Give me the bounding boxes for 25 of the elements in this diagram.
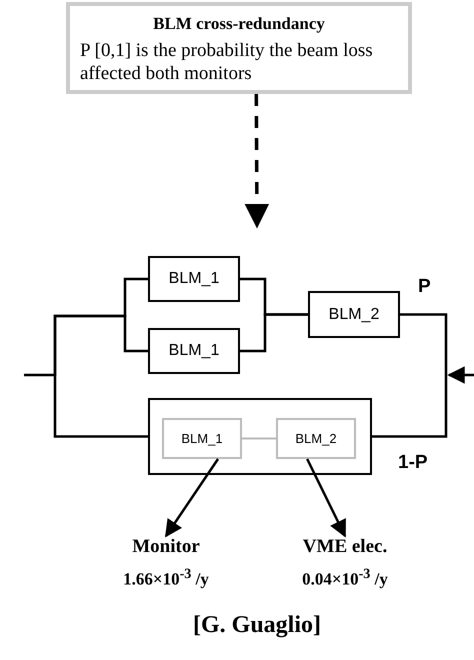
component-block: BLM_2 — [308, 291, 400, 338]
connector-line — [24, 278, 148, 376]
branch-probability: P — [418, 276, 431, 298]
connector-line — [54, 314, 148, 375]
note-heading: BLM cross-redundancy — [152, 14, 326, 34]
connector-line — [54, 375, 148, 438]
component-block: BLM_2 — [276, 418, 356, 459]
caption: [G. Guaglio] — [192, 612, 321, 638]
note-box — [66, 2, 412, 94]
failure-rate: 0.04×10$^{-3}$ /y — [301, 566, 389, 590]
group-box — [148, 398, 372, 475]
note-text: P [0,1] is the probability the beam loss affected both monitors — [80, 40, 374, 86]
component-block: BLM_1 — [148, 328, 240, 374]
component-name: VME elec. — [302, 536, 388, 558]
arrow — [164, 458, 220, 538]
failure-rate: 1.66×10$^{-3}$ /y — [122, 566, 210, 590]
connector-line — [242, 438, 276, 440]
dashed-arrow — [244, 94, 270, 228]
arrow — [306, 458, 346, 538]
component-block: BLM_1 — [162, 418, 242, 459]
branch-probability: 1-P — [398, 452, 428, 474]
connector-line — [372, 313, 448, 438]
component-name: Monitor — [131, 536, 201, 558]
component-block: BLM_1 — [148, 256, 240, 302]
connector-line — [240, 313, 308, 352]
